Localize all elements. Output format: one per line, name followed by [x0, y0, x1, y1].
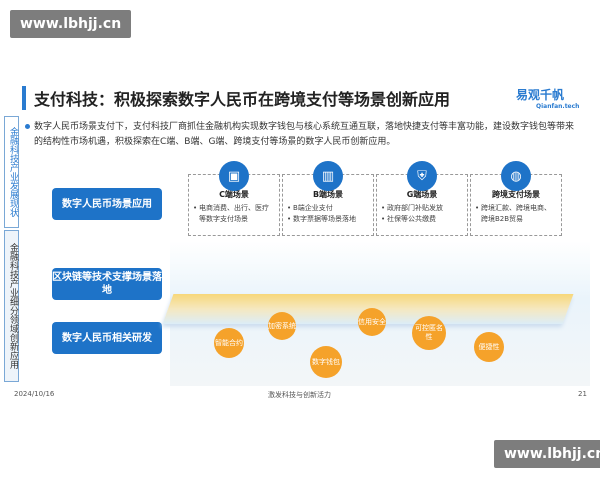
- footer-date: 2024/10/16: [14, 390, 55, 398]
- watermark-top: www.lbhjj.cn: [10, 10, 132, 38]
- row-label: 数字人民币相关研发: [52, 322, 162, 354]
- scenario-card: ▥B端场景 B端企业支付数字票据等场景落地: [282, 161, 374, 236]
- feature-circle: 可控匿名性: [412, 316, 446, 350]
- row-label: 区块链等技术支撑场景落地: [52, 268, 162, 300]
- sidebar-item-status[interactable]: 金融科技产业发展现状: [4, 116, 19, 228]
- row-label: 数字人民币场景应用: [52, 188, 162, 220]
- card-title: C端场景: [219, 190, 249, 199]
- scenario-card: ⛨G端场景政府部门补贴发放社保等公共缴费: [376, 161, 468, 236]
- feature-circle: 智能合约: [214, 328, 244, 358]
- card-item: 政府部门补贴发放: [381, 203, 463, 214]
- card-item: 电商消费、出行、医疗等数字支付场景: [193, 203, 275, 225]
- card-title: G端场景: [406, 190, 438, 199]
- feature-circle: 便捷性: [474, 332, 504, 362]
- card-item: 跨境汇款、跨境电商、跨境B2B贸易: [475, 203, 557, 225]
- card-title: B端场景: [312, 190, 344, 199]
- card-item: 数字票据等场景落地: [287, 214, 369, 225]
- card-item: 社保等公共缴费: [381, 214, 463, 225]
- feature-circle: 加密系统: [268, 312, 296, 340]
- building-icon: ▥: [313, 161, 343, 191]
- card-title: 跨境支付场景: [492, 190, 540, 199]
- page-number: 21: [578, 390, 587, 398]
- sidebar-item-innovation[interactable]: 金融科技产业细分领域创新应用: [4, 230, 19, 382]
- globe-icon: ◍: [501, 161, 531, 191]
- intro-text: 数字人民币场景支付下，支付科技厂商抓住金融机构实现数字钱包与核心系统互通互联，落…: [25, 120, 574, 150]
- watermark-bottom: www.lbhjj.cn: [494, 440, 600, 468]
- feature-circle: 数字钱包: [310, 346, 342, 378]
- feature-circle: 信用安全: [358, 308, 386, 336]
- monitor-icon: ▣: [219, 161, 249, 191]
- shield-icon: ⛨: [407, 161, 437, 191]
- scenario-card: ▣C端场景电商消费、出行、医疗等数字支付场景: [188, 161, 280, 236]
- footer-center: 激发科技与创新活力: [268, 391, 331, 399]
- page-title: 支付科技：积极探索数字人民币在跨境支付等场景创新应用: [22, 86, 450, 110]
- scenario-card: ◍跨境支付场景跨境汇款、跨境电商、跨境B2B贸易: [470, 161, 562, 236]
- card-item: B端企业支付: [287, 203, 369, 214]
